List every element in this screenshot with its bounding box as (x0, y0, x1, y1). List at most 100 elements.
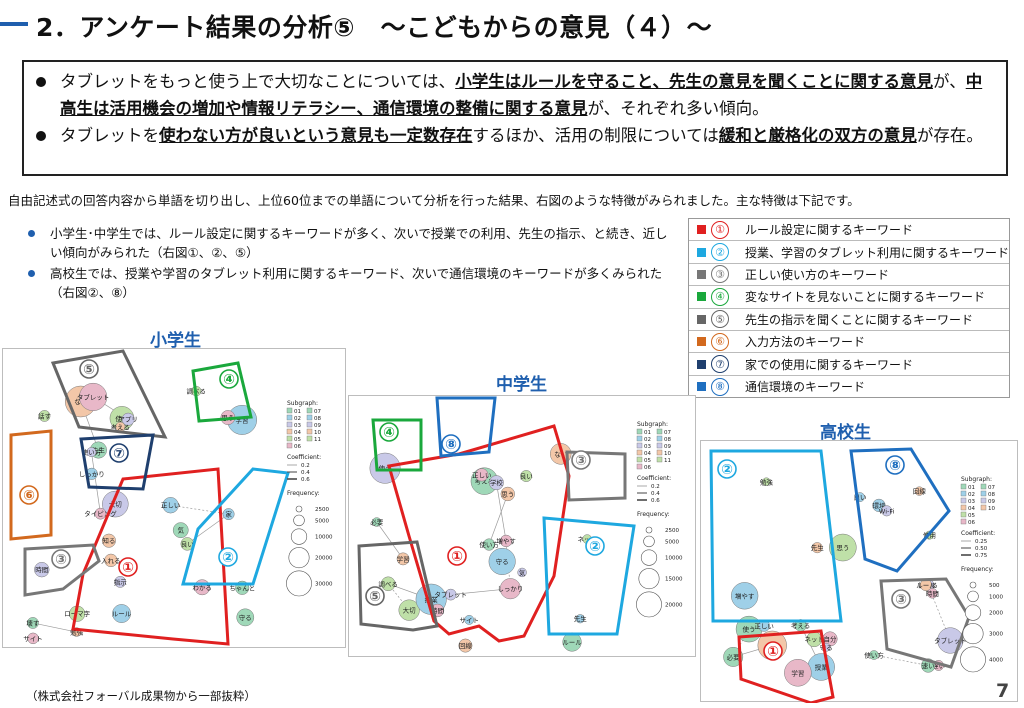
frequency-legend-title: Frequency: (287, 490, 320, 497)
word-label: 必要 (727, 652, 741, 661)
summary-text: するほか、活用の制限については (472, 126, 719, 145)
subgraph-swatch (636, 435, 643, 442)
cluster-number: ③ (55, 552, 67, 568)
word-label: 授業 (815, 663, 829, 672)
cluster-marker (51, 549, 71, 569)
cluster-number: ⑤ (369, 589, 381, 605)
word-node (520, 470, 533, 482)
subgraph-swatch (286, 442, 293, 449)
word-label: ルール (112, 610, 132, 618)
word-label: 守る (496, 557, 509, 566)
subgraph-label: 09 (988, 499, 995, 505)
subgraph-swatch (960, 511, 967, 518)
word-label: 気 (177, 526, 184, 535)
word-node (34, 562, 50, 578)
word-node (162, 497, 179, 514)
subgraph-label: 10 (664, 451, 671, 457)
coefficient-label: 0.4 (651, 491, 660, 497)
coefficient-label: 0.75 (975, 553, 988, 559)
word-label: ネット (577, 536, 597, 544)
cluster-outline (23, 543, 101, 597)
cluster-marker (19, 485, 39, 505)
frequency-circle (643, 535, 655, 548)
legend-number: ⑤ (711, 310, 729, 329)
subgraph-label: 02 (644, 437, 651, 443)
word-label: 勉強 (70, 628, 84, 637)
word-node (489, 475, 504, 491)
word-node (575, 614, 585, 624)
coefficient-legend-title: Coefficient: (287, 454, 321, 461)
cluster-outline (79, 433, 155, 491)
word-label: 知る (102, 536, 115, 545)
legend-label: 変なサイトを見ないことに関するキーワード (745, 290, 986, 305)
legend-swatch (697, 225, 706, 235)
subgraph-label: 01 (644, 430, 651, 436)
subgraph-swatch (286, 407, 293, 414)
word-label: 良い (520, 472, 533, 481)
frequency-label: 2500 (665, 528, 679, 534)
word-label: 必要 (370, 518, 384, 527)
frequency-circle (295, 505, 303, 513)
subgraph-swatch (306, 428, 313, 435)
frequency-label: 3000 (989, 632, 1003, 638)
cluster-number: ② (222, 550, 234, 566)
frequency-circle (638, 568, 660, 590)
word-label: 回線 (913, 487, 927, 496)
word-label: 使う (379, 464, 392, 473)
cluster-marker (365, 586, 385, 606)
subgraph-label: 05 (644, 458, 651, 464)
word-label: タブレット (434, 590, 467, 599)
word-label: 使い方 (864, 651, 884, 660)
legend-swatch (697, 359, 706, 369)
network-graph-elementary: 守るルール大切ない使うタブレット先生学習アプリ入れる話すサイト気しっかり指示考え… (9, 349, 333, 646)
word-label: 時間 (35, 566, 48, 574)
word-node (458, 638, 473, 653)
cluster-marker (219, 369, 239, 389)
network-panel-elementary: 守るルール大切ない使うタブレット先生学習アプリ入れる話すサイト気しっかり指示考え… (2, 348, 346, 648)
subgraph-swatch (960, 497, 967, 504)
legend-number: ① (711, 220, 729, 239)
cluster-marker (447, 546, 467, 566)
word-label: 遅い (932, 662, 945, 670)
word-label: 学習 (236, 415, 249, 424)
subgraph-label: 06 (644, 465, 651, 471)
word-node (869, 650, 879, 660)
cluster-outline (709, 449, 843, 623)
subgraph-label: 02 (968, 492, 975, 498)
subgraph-swatch (980, 490, 987, 497)
word-node (121, 412, 135, 426)
word-node (464, 614, 475, 625)
cluster-outline (435, 396, 497, 458)
subgraph-label: 06 (294, 444, 301, 450)
subgraph-label: 07 (988, 485, 995, 491)
frequency-circle (293, 514, 305, 527)
subgraph-swatch (306, 407, 313, 414)
cluster-outline (50, 349, 168, 439)
word-label: 速い (922, 662, 935, 670)
word-label: 話す (38, 411, 52, 420)
bullet-icon (36, 131, 46, 141)
network-edge (488, 493, 509, 545)
legend-swatch (697, 269, 706, 279)
summary-emphasis: 中高生は活用機会の増加や情報リテラシー、通信環境の整備に関する意見 (60, 72, 983, 118)
frequency-label: 20000 (315, 556, 333, 562)
legend-number: ④ (711, 287, 729, 306)
word-label: 良い (854, 493, 867, 502)
word-node (114, 576, 127, 588)
word-node (762, 477, 771, 487)
word-label: ローマ字 (64, 609, 91, 618)
word-node (731, 582, 759, 610)
subgraph-swatch (286, 435, 293, 442)
legend-swatch (697, 314, 706, 324)
word-label: 使い方 (479, 540, 499, 549)
subgraph-label: 01 (294, 409, 301, 415)
subgraph-label: 10 (988, 506, 995, 512)
coefficient-label: 0.6 (651, 498, 660, 504)
summary-text: タブレットを (60, 126, 159, 145)
legend-number: ⑧ (711, 377, 729, 396)
word-node (784, 659, 812, 687)
summary-item: タブレットを使わない方が良いという意見も一定数存在するほか、活用の制限については… (34, 122, 996, 149)
findings-list: 小学生･中学生では、ルール設定に関するキーワードが多く、次いで授業での利用、先生… (28, 224, 678, 304)
